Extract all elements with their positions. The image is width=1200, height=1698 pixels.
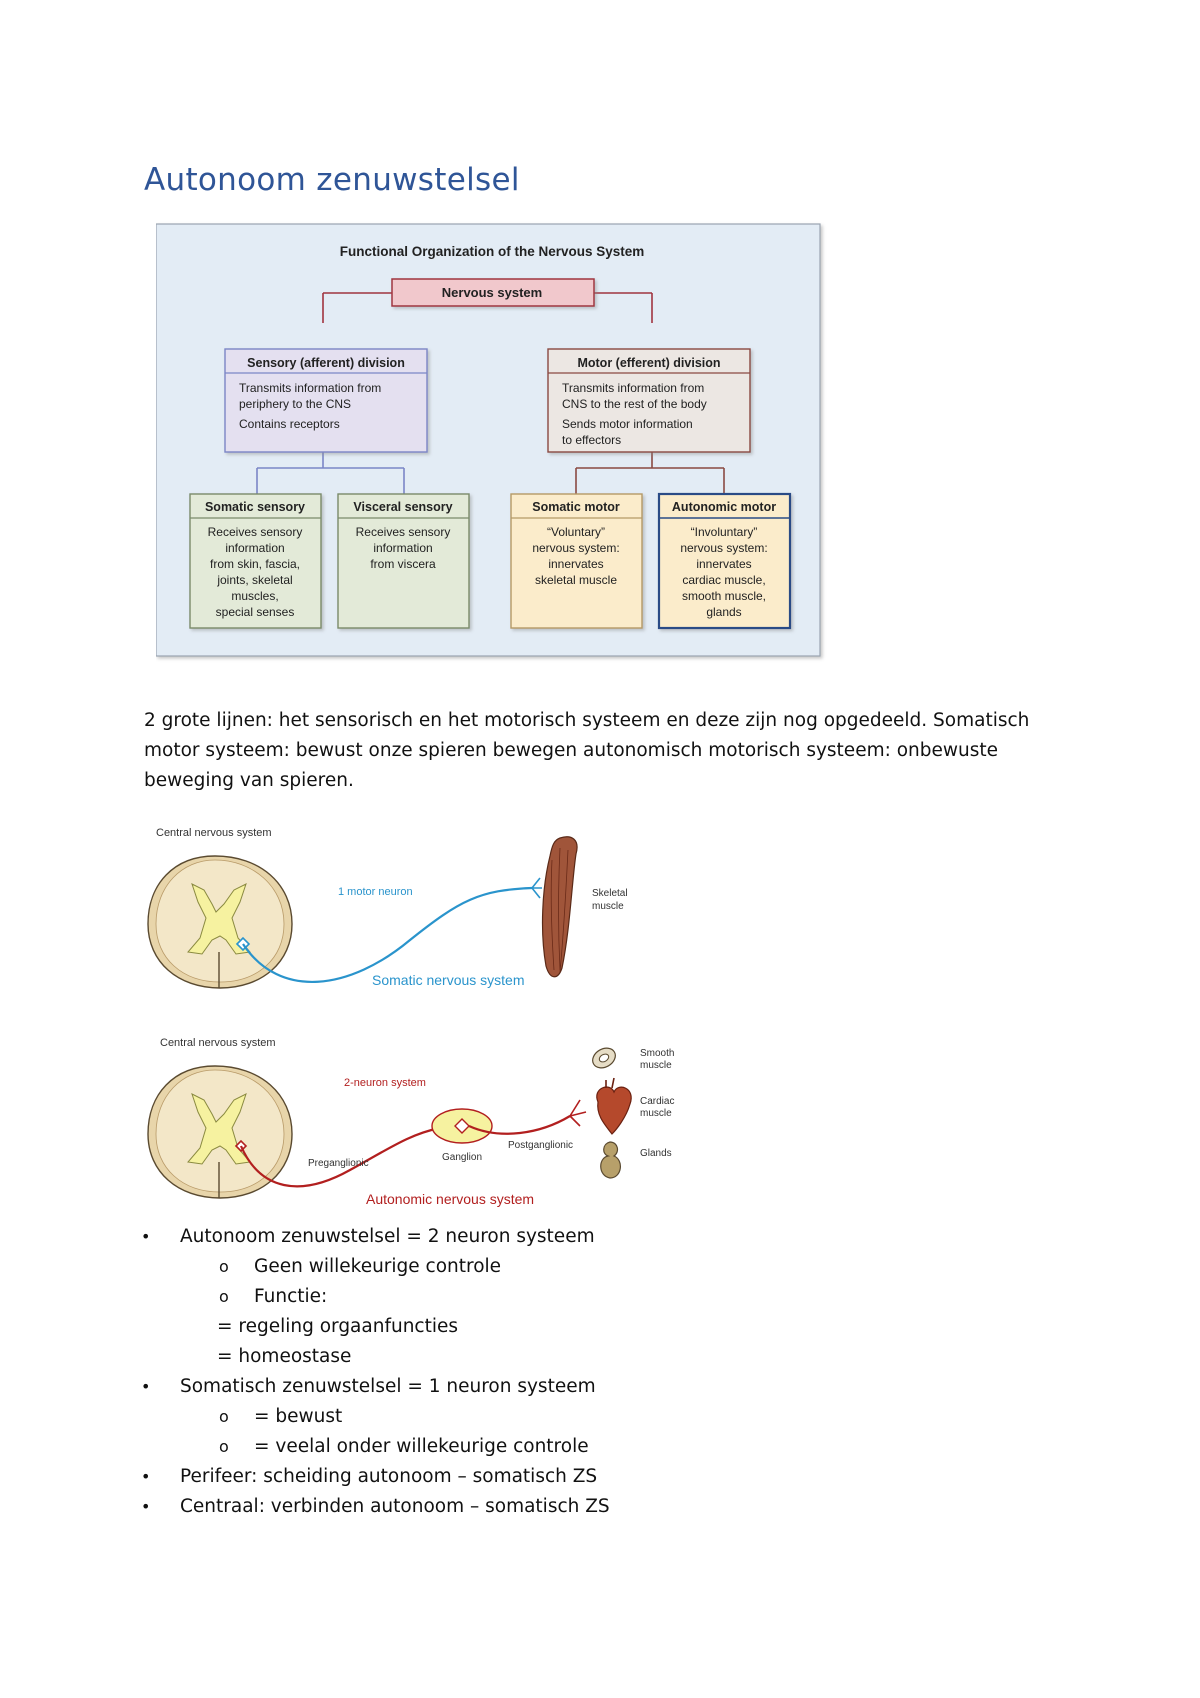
- somatic-motor-line: skeletal muscle: [535, 573, 617, 587]
- ganglion-label: Ganglion: [442, 1152, 482, 1163]
- sub-bullet-mark: o: [219, 1287, 229, 1306]
- motor-line: Transmits information from: [562, 381, 704, 395]
- skeletal-muscle-label: muscle: [592, 901, 624, 912]
- visceral-sensory-box: [337, 493, 470, 629]
- sensory-division-box: [224, 348, 428, 453]
- somatic-sensory-box: [189, 493, 322, 629]
- autonomic-motor-line: smooth muscle,: [682, 589, 766, 603]
- list-item-text: = bewust: [254, 1406, 343, 1427]
- two-neuron-label: 2-neuron system: [344, 1077, 426, 1089]
- somatic-sensory-line: information: [225, 541, 284, 555]
- gland-icon: [600, 1141, 621, 1179]
- sensory-line: Contains receptors: [239, 417, 340, 431]
- list-item-text: Perifeer: scheiding autonoom – somatisch…: [180, 1466, 598, 1487]
- glands-label: Glands: [640, 1148, 672, 1159]
- skeletal-muscle-label: Skeletal: [592, 888, 628, 899]
- sensory-line: periphery to the CNS: [239, 397, 351, 411]
- motor-line: to effectors: [562, 433, 621, 447]
- cardiac-muscle-label: muscle: [640, 1108, 672, 1119]
- list-item-text: Geen willekeurige controle: [254, 1256, 502, 1277]
- skeletal-muscle-icon: [541, 836, 578, 978]
- somatic-sensory-line: from skin, fascia,: [210, 557, 300, 571]
- smooth-muscle-icon: [592, 1047, 616, 1069]
- postganglionic-fiber: [468, 1115, 571, 1135]
- autonomic-nervous-system-figure: Central nervous system 2-neuron system P…: [147, 1037, 674, 1207]
- motor-division-box: [547, 348, 751, 453]
- neuromuscular-junction: [531, 877, 542, 899]
- list-item-text: = homeostase: [217, 1346, 352, 1367]
- somatic-sensory-title: Somatic sensory: [205, 500, 305, 514]
- nervous-system-label: Nervous system: [442, 285, 542, 300]
- somatic-motor-line: “Voluntary”: [547, 525, 605, 539]
- list-item-text: Autonoom zenuwstelsel = 2 neuron systeem: [180, 1226, 595, 1247]
- bullet-mark: •: [141, 1467, 151, 1486]
- motor-connectors: [575, 452, 725, 494]
- preganglionic-fiber: [239, 1126, 441, 1188]
- motor-neuron-label: 1 motor neuron: [338, 886, 413, 898]
- page-title: Autonoom zenuwstelsel: [144, 162, 520, 198]
- smooth-muscle-label: Smooth: [640, 1048, 674, 1059]
- somatic-motor-line: nervous system:: [532, 541, 619, 555]
- autonomic-motor-title: Autonomic motor: [672, 500, 776, 514]
- smooth-muscle-label: muscle: [640, 1060, 672, 1071]
- spinal-cord-cross-section: [147, 855, 293, 989]
- autonomic-motor-line: innervates: [696, 557, 751, 571]
- somatic-sensory-line: joints, skeletal: [216, 573, 292, 587]
- list-item-text: Centraal: verbinden autonoom – somatisch…: [180, 1496, 610, 1517]
- cns-label: Central nervous system: [156, 827, 272, 839]
- autonomic-motor-line: cardiac muscle,: [682, 573, 765, 587]
- sensory-line: Transmits information from: [239, 381, 381, 395]
- autonomic-motor-line: “Involuntary”: [691, 525, 758, 539]
- somatic-sensory-line: special senses: [216, 605, 295, 619]
- sensory-division-title: Sensory (afferent) division: [247, 356, 405, 370]
- somatic-motor-line: innervates: [548, 557, 603, 571]
- spinal-cord-cross-section: [147, 1065, 293, 1199]
- somatic-nervous-system-figure: Central nervous system 1 motor neuron Sk…: [147, 827, 628, 989]
- visceral-sensory-line: from viscera: [370, 557, 436, 571]
- autonomic-motor-line: glands: [706, 605, 741, 619]
- intro-paragraph: 2 grote lijnen: het sensorisch en het mo…: [144, 710, 1030, 791]
- bullet-mark: •: [141, 1497, 151, 1516]
- autonomic-caption: Autonomic nervous system: [366, 1191, 534, 1207]
- list-item-text: = regeling orgaanfuncties: [217, 1316, 459, 1337]
- autonomic-motor-box: [657, 492, 792, 630]
- sub-bullet-mark: o: [219, 1407, 229, 1426]
- heart-icon: [596, 1077, 632, 1135]
- sub-bullet-mark: o: [219, 1437, 229, 1456]
- nervous-system-box: [391, 278, 595, 307]
- sensory-connectors: [256, 452, 405, 494]
- preganglionic-label: Preganglionic: [308, 1158, 369, 1169]
- visceral-sensory-line: Receives sensory: [356, 525, 451, 539]
- somatic-caption: Somatic nervous system: [372, 972, 525, 988]
- motor-line: CNS to the rest of the body: [562, 397, 707, 411]
- effector-endings: [569, 1099, 587, 1127]
- motor-line: Sends motor information: [562, 417, 693, 431]
- motor-division-title: Motor (efferent) division: [577, 356, 720, 370]
- somatic-motor-title: Somatic motor: [532, 500, 620, 514]
- somatic-nerve-fiber: [242, 886, 533, 984]
- autonomic-motor-line: nervous system:: [680, 541, 767, 555]
- sub-bullet-mark: o: [219, 1257, 229, 1276]
- list-item-text: = veelal onder willekeurige controle: [254, 1436, 589, 1457]
- postganglionic-label: Postganglionic: [508, 1140, 573, 1151]
- somatic-motor-box: [510, 493, 643, 629]
- list-item-text: Functie:: [254, 1286, 328, 1307]
- somatic-sensory-line: Receives sensory: [208, 525, 303, 539]
- cardiac-muscle-label: Cardiac: [640, 1096, 674, 1107]
- chart-heading: Functional Organization of the Nervous S…: [340, 244, 645, 259]
- bullet-mark: •: [141, 1377, 151, 1396]
- org-chart-figure: Functional Organization of the Nervous S…: [156, 223, 821, 657]
- cns-label: Central nervous system: [160, 1037, 276, 1049]
- visceral-sensory-line: information: [373, 541, 432, 555]
- bullet-mark: •: [141, 1227, 151, 1246]
- visceral-sensory-title: Visceral sensory: [353, 500, 452, 514]
- somatic-sensory-line: muscles,: [231, 589, 278, 603]
- list-item-text: Somatisch zenuwstelsel = 1 neuron systee…: [180, 1376, 596, 1397]
